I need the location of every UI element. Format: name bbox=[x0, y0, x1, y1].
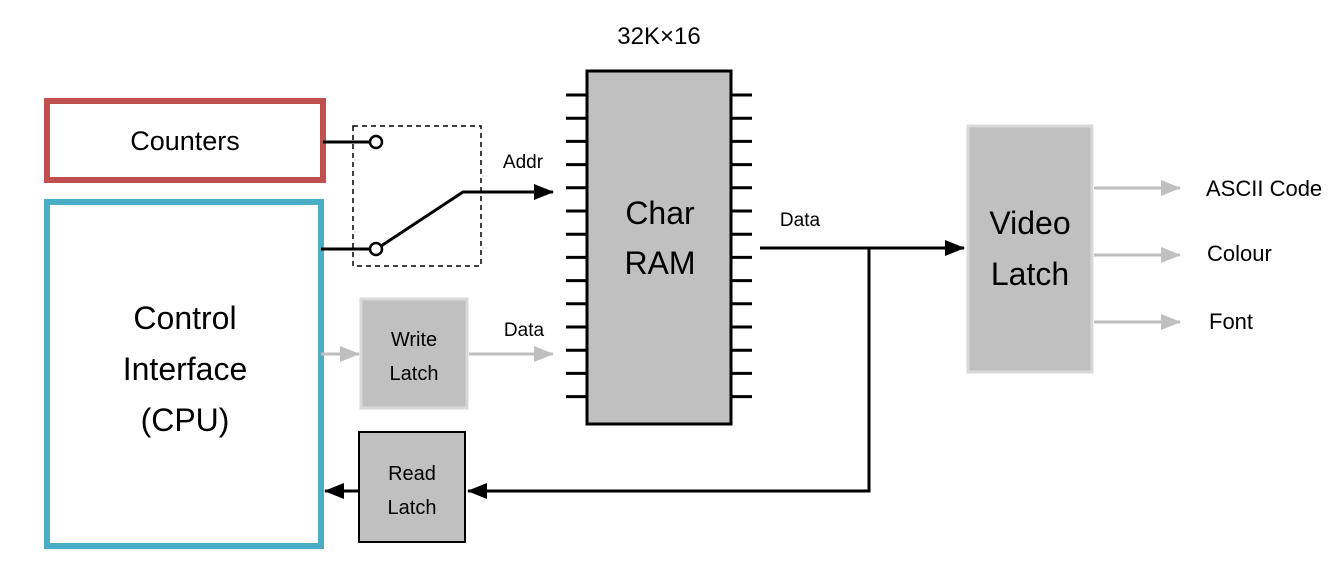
ram-data-signal-label: Data bbox=[780, 210, 821, 231]
read-latch-line2: Latch bbox=[388, 497, 437, 519]
output-label-colour: Colour bbox=[1207, 241, 1272, 266]
control-interface-line1: Control bbox=[133, 300, 236, 336]
switch-arm bbox=[380, 190, 481, 248]
control-interface-line2: Interface bbox=[123, 351, 248, 387]
char-ram-line2: RAM bbox=[624, 245, 695, 281]
switch-contact-counters bbox=[368, 134, 384, 150]
read-latch-block bbox=[358, 431, 466, 543]
ram-size-label: 32K×16 bbox=[617, 23, 700, 50]
write-latch-line1: Write bbox=[391, 329, 437, 351]
switch-contact-cpu bbox=[368, 241, 384, 257]
control-interface-line3: (CPU) bbox=[141, 402, 230, 438]
write-latch-line2: Latch bbox=[390, 363, 439, 385]
control-interface-block bbox=[44, 199, 324, 549]
output-label-ascii-code: ASCII Code bbox=[1206, 176, 1322, 201]
output-label-font: Font bbox=[1209, 309, 1253, 334]
write-data-signal-label: Data bbox=[504, 320, 545, 341]
read-latch-line1: Read bbox=[388, 463, 436, 485]
video-latch-line2: Latch bbox=[991, 256, 1069, 292]
video-latch-block bbox=[966, 124, 1094, 374]
video-latch-line1: Video bbox=[989, 205, 1070, 241]
address-switch-box bbox=[352, 125, 482, 267]
counters-label: Counters bbox=[130, 126, 240, 156]
addr-signal-label: Addr bbox=[503, 152, 544, 173]
char-ram-pins bbox=[566, 93, 752, 399]
char-ram-chip bbox=[585, 69, 733, 426]
read-back-bus bbox=[467, 248, 871, 499]
char-ram-line1: Char bbox=[625, 195, 695, 231]
counters-block bbox=[44, 98, 326, 183]
write-latch-block bbox=[359, 297, 469, 410]
